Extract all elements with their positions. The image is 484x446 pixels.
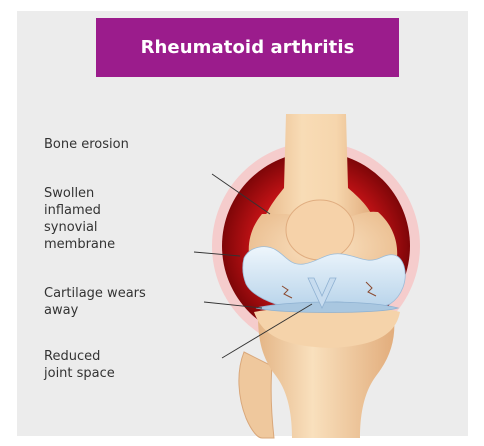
- label-swollen-membrane: Swollen inflamed synovial membrane: [44, 185, 115, 253]
- label-cartilage: Cartilage wears away: [44, 285, 146, 319]
- patella: [286, 200, 354, 260]
- label-reduced-joint-space: Reduced joint space: [44, 348, 115, 382]
- label-bone-erosion: Bone erosion: [44, 136, 129, 153]
